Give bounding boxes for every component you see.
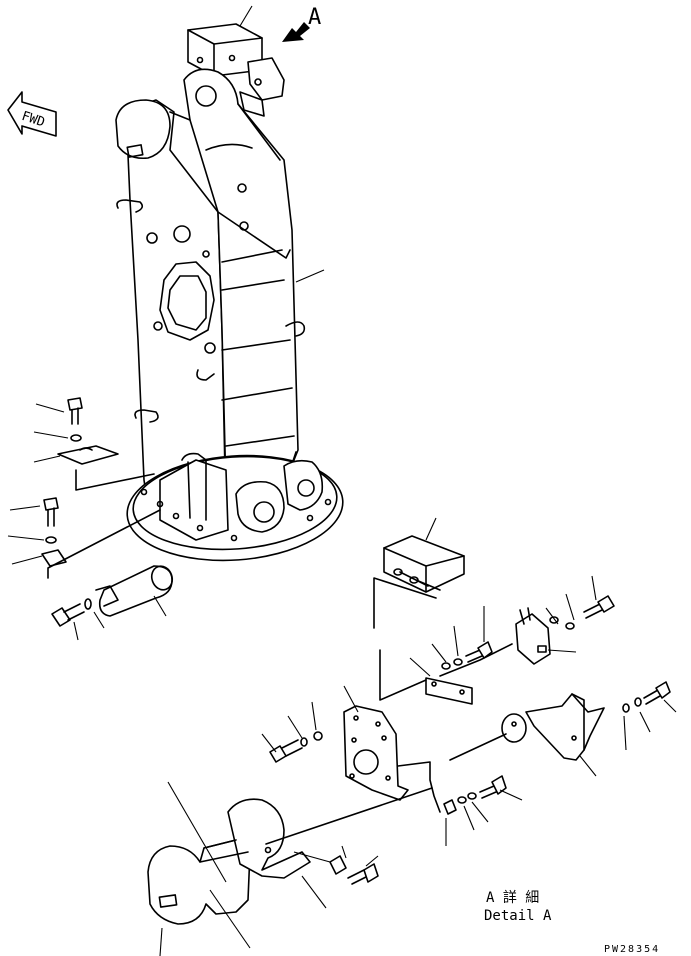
washer-right-2 xyxy=(634,697,642,707)
bolt-lower xyxy=(479,775,507,799)
leader-nut-column xyxy=(293,851,331,863)
left-plate-upper xyxy=(57,445,119,465)
link-main-plate xyxy=(379,649,427,701)
switch-block xyxy=(515,607,551,665)
view-a-arrow xyxy=(282,22,310,42)
view-label-a: A xyxy=(308,5,321,30)
link-spacer xyxy=(449,733,507,761)
leader-5 xyxy=(7,535,45,541)
left-plate-lower xyxy=(41,549,67,567)
link-switch xyxy=(439,643,513,677)
nut-column xyxy=(329,855,347,875)
link-nut-lower xyxy=(397,761,441,813)
leader-2 xyxy=(33,431,69,439)
leader-right-2 xyxy=(639,711,651,733)
bolt-column xyxy=(347,863,379,885)
leader-bolt-column xyxy=(365,855,379,867)
left-washer-upper xyxy=(70,434,82,442)
leader-switch xyxy=(547,649,577,653)
detail-cover xyxy=(383,535,465,593)
left-link-upper xyxy=(75,469,155,491)
top-bracket-assembly xyxy=(187,23,285,117)
washer-lower-2 xyxy=(467,792,477,800)
leader-6 xyxy=(11,555,43,565)
right-bracket xyxy=(525,693,605,761)
leader-detail-column-2 xyxy=(159,927,163,956)
drawing-number: PW28354 xyxy=(604,944,660,955)
leader-tr-1 xyxy=(545,607,559,625)
leader-4 xyxy=(9,505,41,511)
washer-tr-2 xyxy=(565,622,575,630)
leader-lp-3 xyxy=(311,701,317,731)
leader-right-bracket xyxy=(579,755,597,777)
mount-plate-small xyxy=(425,677,473,705)
washer-mid-1 xyxy=(453,658,463,666)
leader-top-bracket xyxy=(239,5,253,27)
leader-column-link xyxy=(301,875,327,909)
leader-column xyxy=(295,269,325,283)
detail-label-jp: A 詳 細 xyxy=(486,890,539,906)
leader-mid-2 xyxy=(453,625,459,657)
detail-column-top xyxy=(147,798,311,925)
leader-lp-1 xyxy=(261,733,277,753)
left-link-lower xyxy=(47,509,161,579)
detail-label-en: Detail A xyxy=(484,908,552,924)
fwd-arrow-icon: FWD xyxy=(7,91,57,137)
leader-lower-4 xyxy=(499,789,523,801)
leader-mid-1 xyxy=(431,643,447,663)
leader-cover xyxy=(425,517,437,541)
cylinder-pin xyxy=(95,565,174,617)
bolt-right xyxy=(643,681,671,705)
left-bolt-lower xyxy=(43,497,59,527)
leader-3 xyxy=(33,455,61,463)
leader-right-3 xyxy=(663,699,677,713)
leader-right-1 xyxy=(623,715,627,751)
left-washer-lower xyxy=(45,536,57,544)
base-plate xyxy=(126,452,344,562)
leader-detail-column xyxy=(167,781,227,883)
left-bolt-upper xyxy=(67,397,83,425)
washer-tr-1 xyxy=(549,616,559,624)
leader-main-plate xyxy=(343,685,359,713)
pin-bolt xyxy=(51,598,92,627)
bolt-mid-1 xyxy=(465,641,493,663)
fwd-label: FWD xyxy=(20,109,47,131)
nut-mid-1 xyxy=(441,662,451,670)
bolt-tr xyxy=(583,595,615,619)
leader-lower-2 xyxy=(463,805,475,831)
washer-left-plate-1 xyxy=(300,737,308,747)
leader-lp-2 xyxy=(287,715,303,739)
link-cover xyxy=(373,577,437,629)
nut-lower xyxy=(443,799,457,815)
mount-plate-main xyxy=(343,705,409,801)
leader-nut-column-2 xyxy=(341,845,347,859)
leader-pin-bolt xyxy=(73,621,79,641)
round-spacer xyxy=(501,713,527,743)
leader-tr-2 xyxy=(565,593,575,621)
leader-detail-column-3 xyxy=(209,889,251,949)
leader-tr-3 xyxy=(591,575,597,601)
leader-lower-3 xyxy=(471,801,489,823)
leader-pin xyxy=(153,595,167,617)
leader-pin-washer xyxy=(93,611,105,629)
leader-1 xyxy=(35,403,65,413)
link-column-plate xyxy=(265,787,433,845)
leader-small-plate xyxy=(409,657,431,677)
washer-right-1 xyxy=(622,703,630,713)
washer-lower-1 xyxy=(457,796,467,804)
washer-left-plate-2 xyxy=(313,731,323,741)
